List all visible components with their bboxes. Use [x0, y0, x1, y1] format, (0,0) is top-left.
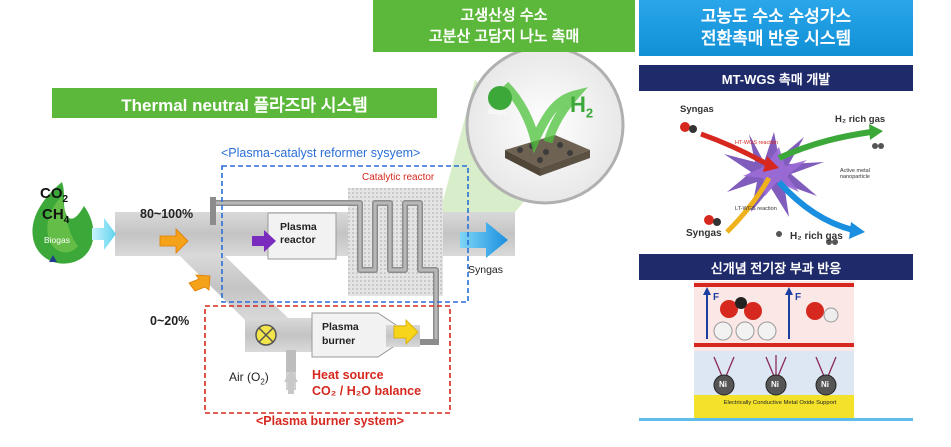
- syngas-arrow: [460, 222, 508, 258]
- heat-source-text: Heat source: [312, 368, 384, 382]
- mtwgs-syngas-top: Syngas: [680, 104, 714, 115]
- return-line: [420, 339, 439, 345]
- ch4-sub: 4: [63, 215, 70, 226]
- support-label: Electrically Conductive Metal Oxide Supp…: [723, 400, 837, 406]
- h2-label: H2: [570, 92, 593, 120]
- bottom-rule: [639, 418, 913, 421]
- flow-arrow-1: [159, 228, 189, 254]
- h2-text: H: [570, 92, 586, 117]
- conversion-line2: 전환촉매 반응 시스템: [700, 29, 852, 48]
- conversion-banner: 고농도 수소 수성가스 전환촉매 반응 시스템: [639, 0, 913, 56]
- ni-label-3: Ni: [821, 380, 829, 389]
- plasma-burner-label: Plasma burner: [322, 320, 359, 348]
- h2-sub: 2: [585, 105, 594, 121]
- efield-f-left: F: [713, 292, 720, 303]
- ch4-label: CH4: [42, 206, 69, 226]
- air-label: Air (O2): [229, 370, 269, 386]
- mtwgs-ht-wgs: HT-WGS reaction: [735, 140, 779, 146]
- efield-illustration: [694, 281, 854, 421]
- air-arrow: [284, 370, 298, 382]
- mtwgs-h2-rich-bottom: H₂ rich gas: [790, 231, 843, 242]
- co2-text: CO: [40, 185, 63, 202]
- thermal-neutral-title: Thermal neutral 플라즈마 시스템: [121, 95, 368, 115]
- biogas-label: Biogas: [44, 235, 70, 245]
- process-diagram: [32, 45, 625, 414]
- plasma-reactor: [267, 212, 337, 260]
- inlet-arrow: [92, 218, 116, 250]
- mtwgs-illustration: [680, 122, 884, 245]
- branch-pipe: [180, 256, 290, 320]
- ni-label-2: Ni: [771, 380, 779, 389]
- circle-biogas-label: Biogas: [488, 110, 507, 116]
- ratio-high-label: 80~100%: [140, 207, 194, 221]
- co2-label: CO2: [40, 185, 68, 205]
- mtwgs-lt-wgs: LT-WGS reaction: [735, 206, 777, 212]
- plasma-arrow: [252, 230, 276, 252]
- catalytic-reactor-label: Catalytic reactor: [362, 172, 435, 183]
- efield-f-right: F: [795, 292, 802, 303]
- air-sub: 2: [260, 377, 265, 387]
- conversion-line1: 고농도 수소 수성가스: [700, 7, 852, 26]
- ch4-text: CH: [42, 206, 64, 223]
- air-pipe: [286, 350, 296, 372]
- catalyst-line2: 고분산 고담지 나노 촉매: [428, 28, 580, 45]
- heat-source-label: Heat source CO₂ / H₂O balance: [312, 367, 421, 399]
- plasma-burner-line2: burner: [322, 335, 356, 347]
- syngas-label: Syngas: [468, 264, 504, 276]
- thermal-neutral-banner: Thermal neutral 플라즈마 시스템: [52, 88, 437, 118]
- catalytic-reactor-box: [348, 188, 443, 296]
- mtwgs-active-metal: Active metal nanoparticle: [840, 168, 870, 180]
- efield-bar: 신개념 전기장 부과 반응: [639, 254, 913, 280]
- plasma-reactor-line1: Plasma: [280, 221, 317, 233]
- flow-arrow-3: [393, 319, 419, 345]
- reformer-system-label: <Plasma-catalyst reformer sysyem>: [221, 146, 421, 160]
- co2-sub: 2: [62, 194, 69, 205]
- mtwgs-syngas-bottom: Syngas: [686, 228, 722, 239]
- mtwgs-h2-rich-top: H₂ rich gas: [835, 114, 886, 125]
- plasma-reactor-line2: reactor: [280, 234, 316, 246]
- mtwgs-bar: MT-WGS 촉매 개발: [639, 65, 913, 91]
- mtwgs-title: MT-WGS 촉매 개발: [721, 71, 831, 87]
- plasma-burner-line1: Plasma: [322, 321, 359, 333]
- flow-arrow-2: [188, 274, 211, 292]
- catalyst-line1: 고생산성 수소: [460, 7, 548, 24]
- air-end: ): [264, 370, 269, 384]
- burner-system-label: <Plasma burner system>: [256, 414, 404, 428]
- catalyst-banner: 고생산성 수소 고분산 고담지 나노 촉매: [373, 0, 635, 52]
- plasma-reactor-label: Plasma reactor: [280, 221, 317, 247]
- ni-label-1: Ni: [719, 380, 727, 389]
- air-text: Air (O: [229, 370, 261, 384]
- burner-system-box: [204, 305, 451, 414]
- efield-title: 신개념 전기장 부과 반응: [710, 260, 842, 276]
- ratio-low-label: 0~20%: [150, 314, 190, 328]
- balance-text: CO₂ / H₂O balance: [312, 384, 422, 398]
- reformer-system-box: [221, 165, 469, 303]
